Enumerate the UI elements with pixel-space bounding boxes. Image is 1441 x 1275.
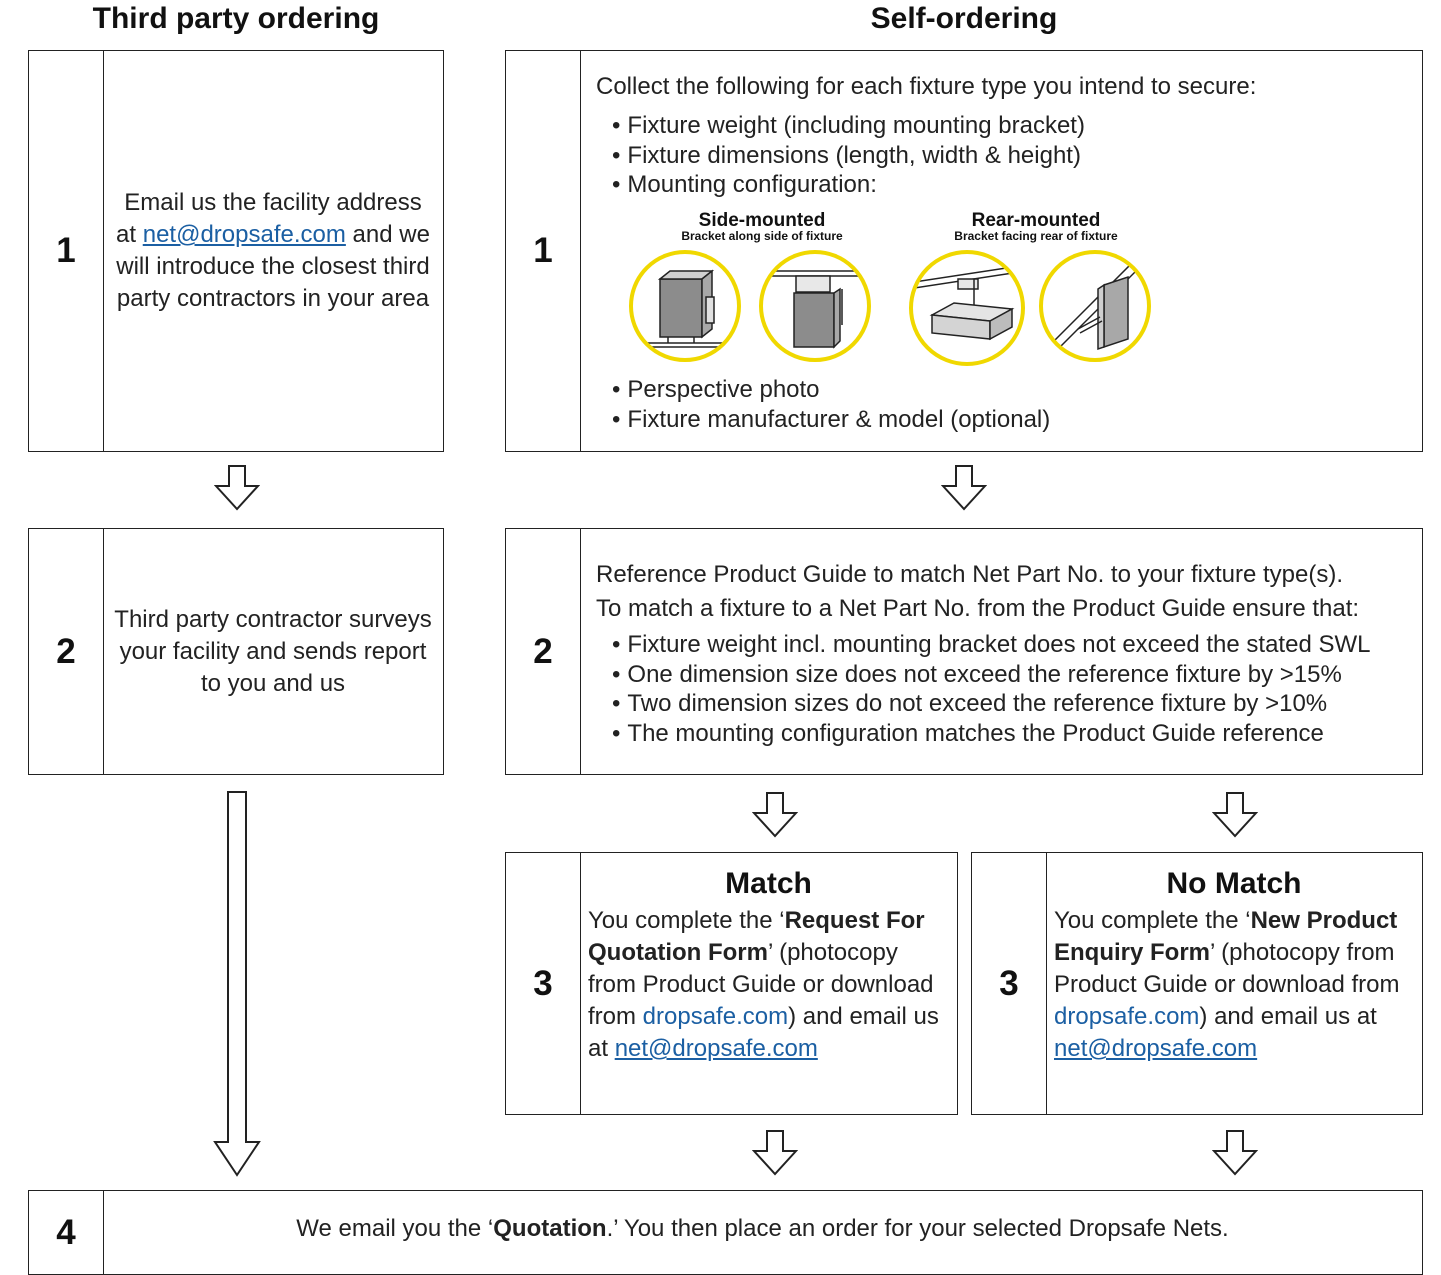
no-match-content: No Match You complete the ‘New Product E… — [1046, 853, 1422, 1114]
step-number: 1 — [506, 51, 581, 451]
side-mounted-illustration-1 — [629, 250, 741, 362]
list-item: Fixture weight (including mounting brack… — [612, 111, 1085, 141]
list-item: Mounting configuration: — [612, 170, 1085, 200]
intro-text: Collect the following for each fixture t… — [596, 73, 1257, 100]
rear-mounted-label: Rear-mounted Bracket facing rear of fixt… — [954, 210, 1118, 243]
dropsafe-link[interactable]: dropsafe.com — [642, 1003, 789, 1030]
step-number: 3 — [972, 853, 1047, 1114]
step-number: 2 — [506, 529, 581, 774]
step-number: 2 — [29, 529, 104, 774]
email-link[interactable]: net@dropsafe.com — [142, 221, 346, 248]
no-match-title: No Match — [1166, 867, 1302, 900]
third-party-heading: Third party ordering — [92, 2, 380, 35]
collect-list-2: Perspective photo Fixture manufacturer &… — [612, 375, 1050, 434]
list-item: Fixture dimensions (length, width & heig… — [612, 141, 1085, 171]
match-content: Match You complete the ‘Request For Quot… — [580, 853, 957, 1114]
match-title: Match — [725, 867, 812, 900]
down-arrow-icon — [1212, 792, 1258, 838]
no-match-step-3: 3 No Match You complete the ‘New Product… — [971, 852, 1423, 1115]
long-down-arrow-icon — [213, 791, 261, 1177]
list-item: Fixture weight incl. mounting bracket do… — [612, 630, 1370, 660]
step-number: 1 — [29, 51, 104, 451]
match-criteria-text: To match a fixture to a Net Part No. fro… — [596, 595, 1360, 622]
list-item: The mounting configuration matches the P… — [612, 719, 1370, 749]
third-party-step-1: 1 Email us the facility address at net@d… — [28, 50, 444, 452]
list-item: Two dimension sizes do not exceed the re… — [612, 689, 1370, 719]
self-ordering-heading: Self-ordering — [870, 2, 1058, 35]
no-match-instructions: You complete the ‘New Product Enquiry Fo… — [1054, 907, 1400, 1062]
side-mounted-label: Side-mounted Bracket along side of fixtu… — [681, 210, 843, 243]
step-text: Email us the facility address at net@dro… — [116, 189, 430, 312]
quotation-text: We email you the ‘Quotation.’ You then p… — [296, 1215, 1229, 1242]
collect-list: Fixture weight (including mounting brack… — [612, 111, 1085, 200]
list-item: Perspective photo — [612, 375, 1050, 405]
self-ordering-step-1: 1 Collect the following for each fixture… — [505, 50, 1423, 452]
step-number: 3 — [506, 853, 581, 1114]
rear-mounted-illustration-1 — [909, 250, 1025, 366]
email-link[interactable]: net@dropsafe.com — [614, 1035, 818, 1062]
down-arrow-icon — [1212, 1130, 1258, 1176]
dropsafe-link[interactable]: dropsafe.com — [1054, 1003, 1200, 1030]
reference-text: Reference Product Guide to match Net Par… — [596, 561, 1343, 588]
third-party-step-2: 2 Third party contractor surveys your fa… — [28, 528, 444, 775]
step-text: Third party contractor surveys your faci… — [114, 605, 432, 697]
criteria-list: Fixture weight incl. mounting bracket do… — [612, 630, 1370, 748]
final-step-4: 4 We email you the ‘Quotation.’ You then… — [28, 1190, 1423, 1275]
self-ordering-step-2: 2 Reference Product Guide to match Net P… — [505, 528, 1423, 775]
down-arrow-icon — [214, 465, 260, 511]
email-link[interactable]: net@dropsafe.com — [1054, 1035, 1258, 1062]
down-arrow-icon — [752, 1130, 798, 1176]
step-number: 4 — [29, 1191, 104, 1274]
rear-mounted-illustration-2 — [1039, 250, 1151, 362]
list-item: Fixture manufacturer & model (optional) — [612, 405, 1050, 435]
side-mounted-illustration-2 — [759, 250, 871, 362]
match-instructions: You complete the ‘Request For Quotation … — [588, 907, 939, 1062]
match-step-3: 3 Match You complete the ‘Request For Qu… — [505, 852, 958, 1115]
down-arrow-icon — [752, 792, 798, 838]
list-item: One dimension size does not exceed the r… — [612, 660, 1370, 690]
down-arrow-icon — [941, 465, 987, 511]
